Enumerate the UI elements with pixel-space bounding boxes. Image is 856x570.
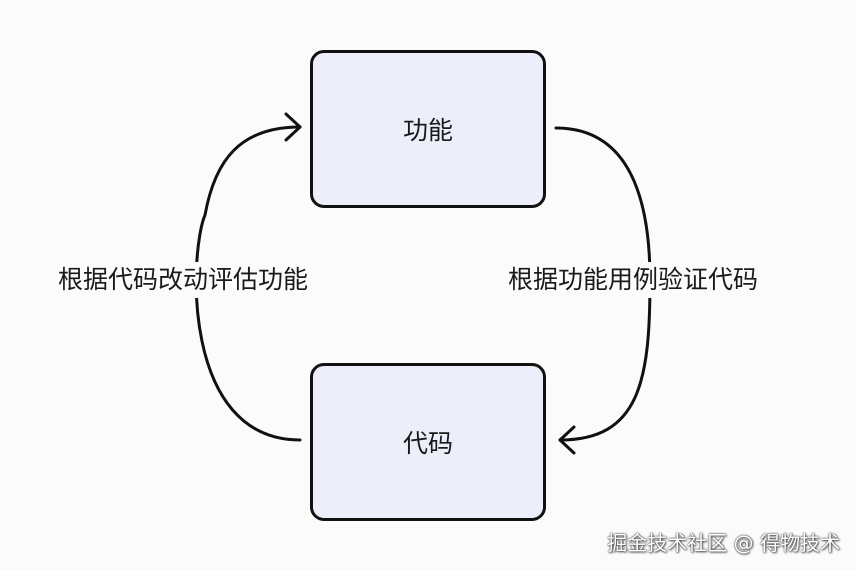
node-function: 功能 [310,50,546,208]
node-code-label: 代码 [402,429,453,458]
node-function-label: 功能 [402,116,453,145]
node-code: 代码 [310,363,546,521]
edge-label-function-to-code: 根据功能用例验证代码 [508,262,759,298]
watermark: 掘金技术社区 @ 得物技术 [607,531,840,555]
arrowhead-into-code [558,425,576,455]
arrow-code-to-function [194,125,302,442]
edge-label-code-to-function: 根据代码改动评估功能 [58,262,309,298]
arrowhead-into-function [284,112,302,142]
